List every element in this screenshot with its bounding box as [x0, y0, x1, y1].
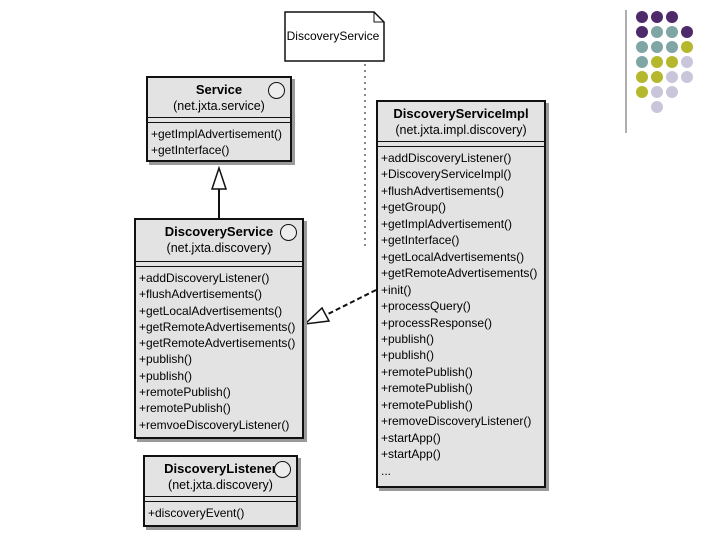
method-item: +startApp() [381, 447, 441, 462]
decorative-dot [651, 26, 663, 38]
class-discovery-service-impl: DiscoveryServiceImpl (net.jxta.impl.disc… [376, 100, 546, 488]
decorative-dot [636, 26, 648, 38]
decorative-dot [666, 11, 678, 23]
method-item: +getInterface() [381, 233, 460, 248]
method-item: +publish() [381, 348, 435, 363]
generalization-arrowhead [210, 165, 228, 190]
decorative-dot [636, 86, 648, 98]
method-item: +getLocalAdvertisements() [381, 249, 525, 264]
decorative-dot [651, 101, 663, 113]
class-package: (net.jxta.discovery) [166, 241, 272, 255]
class-package: (net.jxta.discovery) [168, 478, 273, 492]
decorative-dot [681, 71, 693, 83]
methods-list: +addDiscoveryListener() +DiscoveryService… [378, 147, 544, 479]
method-item: +getRemoteAdvertisements() [381, 266, 538, 281]
method-item: +getInterface() [151, 143, 230, 158]
decorative-dot [681, 56, 693, 68]
method-item: +getLocalAdvertisements() [139, 303, 283, 318]
decorative-dot [666, 41, 678, 53]
class-package: (net.jxta.impl.discovery) [395, 123, 527, 137]
methods-list: +discoveryEvent() [145, 502, 296, 521]
method-item: +remotePublish() [381, 397, 473, 412]
class-name: DiscoveryListener [164, 461, 277, 476]
decorative-dot [681, 41, 693, 53]
class-header: Service (net.jxta.service) [148, 78, 290, 118]
method-item: +init() [381, 282, 412, 297]
decorative-dot [636, 56, 648, 68]
decorative-dot [636, 41, 648, 53]
method-item: +addDiscoveryListener() [139, 271, 270, 285]
attributes-compartment [378, 142, 544, 147]
decorative-dot [651, 86, 663, 98]
decorative-dot [651, 71, 663, 83]
attributes-compartment [145, 497, 296, 502]
class-header: DiscoveryService (net.jxta.discovery) [136, 220, 302, 262]
attributes-compartment [136, 262, 302, 267]
class-service: Service (net.jxta.service) +getImplAdver… [146, 76, 292, 162]
method-item: +processResponse() [381, 315, 493, 330]
method-item: +processQuery() [381, 299, 471, 314]
decorative-dot [666, 86, 678, 98]
method-item: +getImplAdvertisement() [381, 216, 513, 231]
method-item: +flushAdvertisements() [139, 287, 263, 302]
decorative-dot [636, 71, 648, 83]
method-item: +remotePublish() [381, 381, 473, 396]
class-circle-icon [268, 82, 285, 99]
method-item: +remotePublish() [381, 364, 473, 379]
method-item: +publish() [139, 368, 193, 383]
class-discovery-service: DiscoveryService (net.jxta.discovery) +a… [134, 218, 304, 439]
method-item: +startApp() [381, 430, 441, 445]
method-item: +getRemoteAdvertisements() [139, 336, 296, 351]
class-circle-icon [274, 461, 291, 478]
class-header: DiscoveryServiceImpl (net.jxta.impl.disc… [378, 102, 544, 142]
decorative-dot [651, 56, 663, 68]
method-item: +DiscoveryServiceImpl() [381, 167, 512, 182]
decorative-dot-grid [620, 8, 720, 138]
decorative-dot [666, 26, 678, 38]
decorative-dot [681, 26, 693, 38]
realization-arrowhead [302, 306, 331, 326]
note-discovery-service: DiscoveryService [284, 11, 386, 63]
method-item: +remotePublish() [139, 401, 231, 416]
class-discovery-listener: DiscoveryListener (net.jxta.discovery) +… [143, 455, 298, 527]
method-item: +remotePublish() [139, 385, 231, 400]
method-item: +remvoeDiscoveryListener() [139, 417, 290, 432]
class-package: (net.jxta.service) [173, 99, 265, 113]
method-item: +removeDiscoveryListener() [381, 414, 532, 429]
dot-grid-graphic [625, 10, 693, 133]
method-item: +discoveryEvent() [148, 506, 245, 520]
decorative-dot [651, 11, 663, 23]
decorative-dot [666, 71, 678, 83]
decorative-dot [651, 41, 663, 53]
method-item: +flushAdvertisements() [381, 183, 505, 198]
class-circle-icon [280, 224, 297, 241]
class-name: DiscoveryServiceImpl [393, 106, 529, 121]
method-item: ... [381, 463, 392, 478]
realization-line [325, 289, 377, 316]
methods-list: +addDiscoveryListener() +flushAdvertiseme… [136, 267, 302, 433]
method-item: +getImplAdvertisement() [151, 127, 283, 141]
decorative-dot [666, 56, 678, 68]
method-item: +getRemoteAdvertisements() [139, 319, 296, 334]
class-header: DiscoveryListener (net.jxta.discovery) [145, 457, 296, 497]
note-shape [284, 11, 385, 62]
methods-list: +getImplAdvertisement() +getInterface() [148, 123, 290, 159]
method-item: +getGroup() [381, 200, 447, 215]
method-item: +publish() [381, 331, 435, 346]
decorative-dot [636, 11, 648, 23]
method-item: +publish() [139, 352, 193, 367]
note-label: DiscoveryService [286, 29, 380, 43]
class-name: DiscoveryService [164, 224, 274, 239]
method-item: +addDiscoveryListener() [381, 151, 512, 165]
attributes-compartment [148, 118, 290, 123]
class-name: Service [195, 82, 243, 97]
